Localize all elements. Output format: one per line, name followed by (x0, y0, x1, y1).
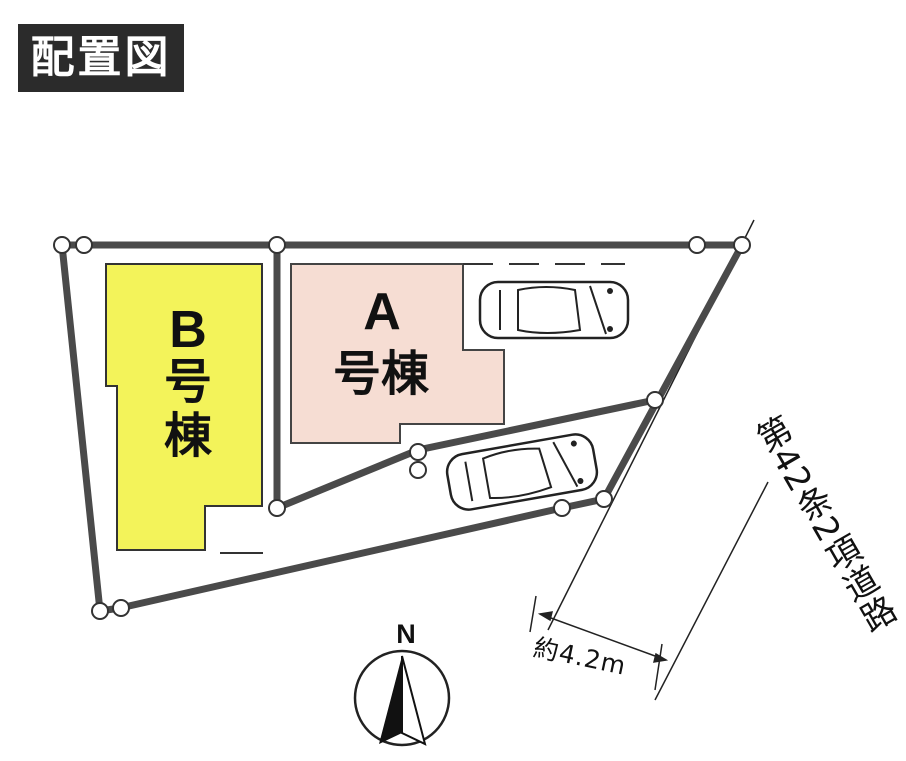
building-a-label-line2: 棟 (381, 346, 430, 402)
boundary-marker (75, 236, 93, 254)
boundary-marker (409, 443, 427, 461)
boundary-marker (733, 236, 751, 254)
boundary-marker (553, 499, 571, 517)
road-edge-right (654, 481, 769, 701)
title-badge: 配置図 (18, 24, 184, 92)
page-title: 配置図 (30, 32, 172, 83)
car-icon (445, 433, 599, 511)
boundary-marker (53, 236, 71, 254)
building-b-letter: B (169, 301, 207, 359)
north-compass-icon (353, 649, 451, 747)
road-width-dimension (529, 595, 669, 691)
boundary-marker (91, 602, 109, 620)
car-icon (478, 280, 630, 340)
boundary-marker (595, 490, 613, 508)
building-b-footprint (105, 263, 263, 551)
boundary-markers (53, 236, 751, 620)
boundary-marker (268, 236, 286, 254)
building-a-letter: A (363, 283, 401, 341)
boundary-marker (646, 391, 664, 409)
north-label: N (396, 619, 416, 649)
building-a-label: 号棟 (316, 346, 446, 402)
boundary-marker (112, 599, 130, 617)
building-b-label-line2: 棟 (163, 407, 212, 464)
boundary-marker (409, 461, 427, 479)
site-plan (53, 219, 769, 747)
boundary-marker (268, 499, 286, 517)
boundary-marker (688, 236, 706, 254)
building-a-label-line1: 号 (332, 346, 381, 402)
building-b-label: 号 棟 (158, 354, 218, 464)
lot-division-line (273, 245, 656, 514)
building-a-footprint (290, 263, 505, 444)
building-b-label-line1: 号 (163, 354, 212, 410)
